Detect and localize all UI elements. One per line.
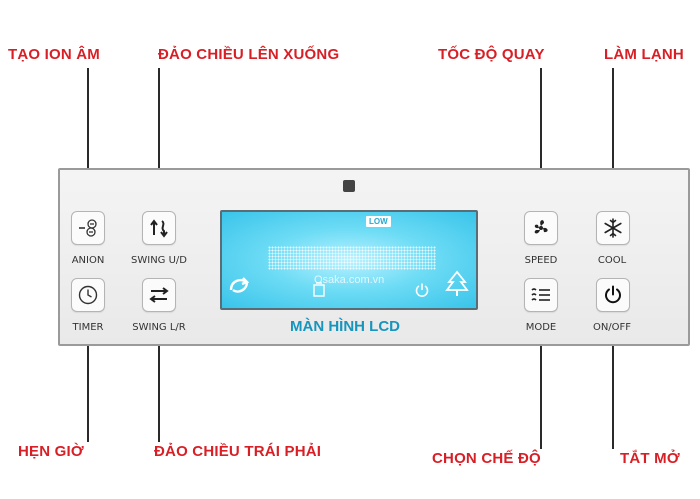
power-icon [605,285,621,304]
lcd-screen: LOW Osaka.com.vn [220,210,478,310]
callout-cool: LÀM LẠNH [604,46,684,63]
anion-label: ANION [71,255,105,266]
callout-onoff: TẮT MỞ [620,450,680,467]
snowflake-icon [604,218,622,238]
brand-logo-icon [343,180,355,192]
fan-icon [534,220,548,234]
swing-ud-label: SWING U/D [131,255,187,266]
swing-up-down-icon [150,219,168,238]
power-button[interactable] [596,278,630,312]
mode-button[interactable] [524,278,558,312]
timer-button[interactable] [71,278,105,312]
lcd-caption: MÀN HÌNH LCD [290,318,400,335]
clock-icon [78,285,98,305]
leader-line-swing-lr [158,338,160,442]
speed-button[interactable] [524,211,558,245]
speed-label: SPEED [524,255,558,266]
leader-line-mode [540,338,542,449]
leader-line-onoff [612,338,614,449]
leader-line-speed [540,68,542,196]
leader-line-cool [612,68,614,196]
timer-label: TIMER [72,322,104,333]
callout-anion: TẠO ION ÂM [8,46,100,63]
onoff-label: ON/OFF [592,322,632,333]
mode-icon [531,288,550,301]
leader-line-anion [87,68,89,196]
mode-label: MODE [525,322,557,333]
timer-indicator-icon [313,282,325,297]
lcd-digit-segments [268,246,436,270]
power-indicator-icon [415,283,429,297]
anion-icon [79,219,97,237]
cool-button[interactable] [596,211,630,245]
swing-indicator-icon [229,277,250,293]
watermark: Osaka.com.vn [314,274,385,286]
swing-ud-button[interactable] [142,211,176,245]
cool-label: COOL [597,255,627,266]
control-panel [58,168,690,346]
swing-lr-button[interactable] [142,278,176,312]
speed-indicator: LOW [366,216,391,227]
leader-line-swing-ud [158,68,160,196]
swing-left-right-icon [149,287,169,303]
callout-speed: TỐC ĐỘ QUAY [438,46,545,63]
callout-timer: HẸN GIỜ [18,443,84,460]
callout-swing-ud: ĐẢO CHIỀU LÊN XUỐNG [158,46,340,63]
leader-line-timer [87,338,89,442]
callout-mode: CHỌN CHẾ ĐỘ [432,450,541,467]
callout-swing-lr: ĐẢO CHIỀU TRÁI PHẢI [154,443,322,460]
swing-lr-label: SWING L/R [132,322,186,333]
anion-button[interactable] [71,211,105,245]
tree-indicator-icon [445,270,469,296]
